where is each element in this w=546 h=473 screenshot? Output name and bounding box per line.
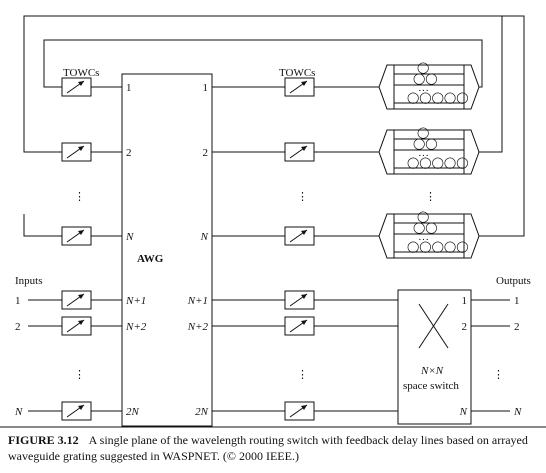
towc-left-2: [61, 142, 92, 162]
svg-text:···: ···: [418, 234, 429, 246]
awg-block: [121, 73, 213, 427]
towc-right-n1: [284, 290, 315, 310]
awg-label: AWG: [137, 253, 164, 265]
ellipsis-left-lower: ⋮: [74, 369, 85, 381]
space-switch-block: [397, 289, 472, 425]
switch-out-port-2: 2: [462, 321, 468, 333]
svg-text:◯: ◯: [417, 127, 429, 139]
awg-right-port-2: 2: [203, 147, 209, 159]
ellipsis-right-upper: ⋮: [297, 191, 308, 203]
fiber-delay-line-n: ◯ ◯◯ ··· ◯◯◯◯◯: [378, 211, 480, 259]
output-port-n: N: [513, 406, 522, 418]
awg-left-port-n1: N+1: [125, 295, 146, 307]
outputs-label: Outputs: [496, 275, 531, 287]
ellipsis-fdl: ⋮: [425, 191, 436, 203]
svg-text:◯◯◯◯◯: ◯◯◯◯◯: [407, 241, 469, 253]
awg-left-port-2n: 2N: [126, 406, 140, 418]
towc-right-1: [284, 77, 315, 97]
awg-right-port-1: 1: [203, 82, 209, 94]
caption-text: A single plane of the wavelength routing…: [8, 433, 528, 463]
svg-text:···: ···: [418, 150, 429, 162]
feedback-loop-1: [43, 39, 483, 88]
switch-out-port-1: 1: [462, 295, 468, 307]
space-switch-nxn: N×N: [420, 365, 444, 377]
input-port-2: 2: [15, 321, 21, 333]
towc-input-2: [61, 316, 92, 336]
awg-left-port-n: N: [125, 231, 134, 243]
towc-right-2: [284, 142, 315, 162]
towc-input-1: [61, 290, 92, 310]
ellipsis-right-lower: ⋮: [297, 369, 308, 381]
towc-right-2n: [284, 401, 315, 421]
towc-right-n: [284, 226, 315, 246]
output-port-1: 1: [514, 295, 520, 307]
fiber-delay-line-1: ◯ ◯◯ ··· ◯◯◯◯◯: [378, 62, 480, 110]
space-switch-label: space switch: [403, 380, 459, 392]
towc-right-n2: [284, 316, 315, 336]
awg-right-port-2n: 2N: [195, 406, 209, 418]
towc-left-1: [61, 77, 92, 97]
output-port-2: 2: [514, 321, 520, 333]
towc-input-n: [61, 401, 92, 421]
awg-left-port-1: 1: [126, 82, 132, 94]
svg-text:◯◯◯◯◯: ◯◯◯◯◯: [407, 157, 469, 169]
svg-text:◯◯: ◯◯: [413, 73, 438, 85]
ellipsis-left-upper: ⋮: [74, 191, 85, 203]
feedback-loop-n: [23, 214, 62, 237]
awg-right-port-n: N: [200, 231, 209, 243]
awg-right-port-n1: N+1: [187, 295, 208, 307]
svg-text:···: ···: [418, 85, 429, 97]
svg-text:◯◯: ◯◯: [413, 222, 438, 234]
svg-text:◯: ◯: [417, 62, 429, 74]
inputs-label: Inputs: [15, 275, 43, 287]
fiber-delay-line-2: ◯ ◯◯ ··· ◯◯◯◯◯: [378, 127, 480, 175]
towc-left-n: [61, 226, 92, 246]
awg-left-port-2: 2: [126, 147, 132, 159]
ellipsis-outputs: ⋮: [493, 369, 504, 381]
towcs-label-left: TOWCs: [63, 67, 99, 79]
towcs-label-right: TOWCs: [279, 67, 315, 79]
awg-right-port-n2: N+2: [187, 321, 209, 333]
figure-number: FIGURE 3.12: [8, 433, 79, 447]
svg-text:◯◯: ◯◯: [413, 138, 438, 150]
awg-left-port-n2: N+2: [125, 321, 147, 333]
feedback-loop-2: [23, 15, 503, 153]
input-port-1: 1: [15, 295, 21, 307]
svg-text:◯: ◯: [417, 211, 429, 223]
input-port-n: N: [14, 406, 23, 418]
svg-text:◯◯◯◯◯: ◯◯◯◯◯: [407, 92, 469, 104]
switch-out-port-n: N: [459, 406, 468, 418]
